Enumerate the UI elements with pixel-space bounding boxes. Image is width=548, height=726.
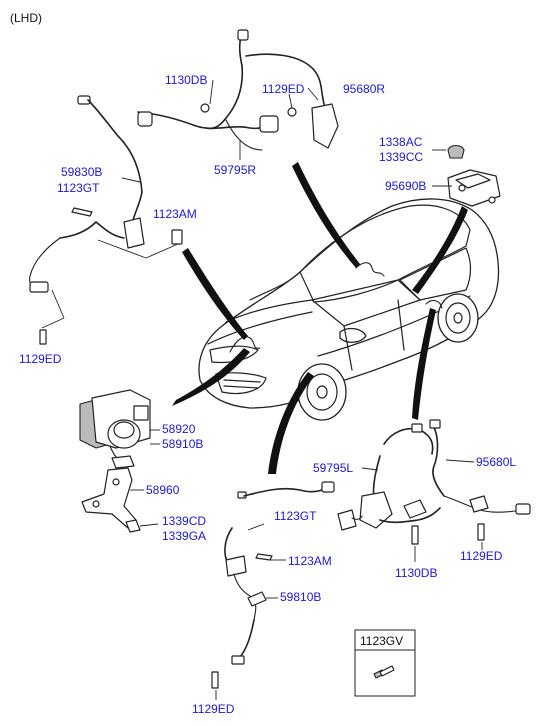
vehicle-illustration xyxy=(198,198,500,421)
label-1129ED-bottom: 1129ED xyxy=(192,702,235,716)
label-1123GT-left: 1123GT xyxy=(57,181,100,195)
label-1338AC: 1338AC xyxy=(379,135,423,149)
front-right-wheel-sensor-harness xyxy=(137,29,339,160)
label-1339CC: 1339CC xyxy=(379,150,423,164)
label-1129ED-left: 1129ED xyxy=(19,352,62,366)
label-1129ED-top: 1129ED xyxy=(262,82,305,96)
label-95690B: 95690B xyxy=(385,179,426,193)
pointer-arrows xyxy=(172,162,468,474)
front-left-wheel-sensor-harness xyxy=(29,95,183,345)
label-58910B: 58910B xyxy=(162,437,203,451)
label-1123AM-left: 1123AM xyxy=(153,207,197,221)
label-1123AM-bottom: 1123AM xyxy=(288,554,332,568)
label-59795L: 59795L xyxy=(313,461,353,475)
label-1130DB-bottom: 1130DB xyxy=(395,566,437,580)
yaw-rate-sensor-assembly xyxy=(432,144,501,207)
part-box-1123GV xyxy=(354,629,416,697)
label-59830B: 59830B xyxy=(61,165,102,179)
label-1123GT-bottom: 1123GT xyxy=(274,509,317,523)
label-95680L: 95680L xyxy=(476,455,516,469)
label-59810B: 59810B xyxy=(280,590,321,604)
label-95680R: 95680R xyxy=(343,82,385,96)
label-58960: 58960 xyxy=(146,483,180,497)
label-1339GA: 1339GA xyxy=(162,529,206,543)
label-1130DB-top: 1130DB xyxy=(165,73,207,87)
abs-hydraulic-unit xyxy=(79,389,160,469)
label-1129ED-right: 1129ED xyxy=(460,549,503,563)
hecu-bracket xyxy=(81,467,159,533)
rear-left-wheel-sensor-harness xyxy=(211,481,335,700)
label-59795R: 59795R xyxy=(214,163,256,177)
legend-part-no: 1123GV xyxy=(360,634,403,648)
rear-right-wheel-sensor-harness xyxy=(337,419,531,562)
label-1339CD: 1339CD xyxy=(162,514,206,528)
label-58920: 58920 xyxy=(162,422,196,436)
variant-label: (LHD) xyxy=(10,11,42,25)
